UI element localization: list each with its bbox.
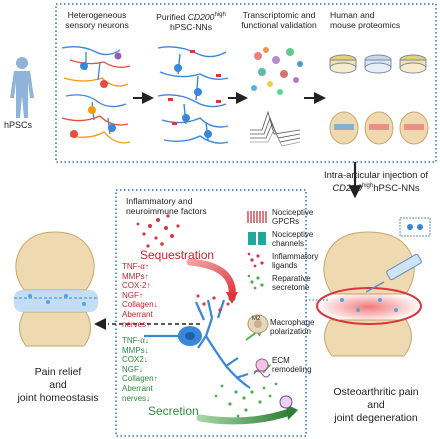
upregulated-list: TNF-α↑ MMPs↑ COX-2↑ NGF↑ Collagen↓ Aberr… bbox=[122, 262, 158, 329]
step2-line1: Purified CD200high bbox=[146, 10, 236, 22]
step3-line1: Transcriptomic and bbox=[242, 10, 316, 20]
step2-line2: hPSC-NNs bbox=[169, 21, 213, 32]
down-item: nerves↓ bbox=[122, 393, 151, 403]
umap-scatter-icon bbox=[251, 47, 303, 95]
secretome-dots bbox=[214, 382, 278, 418]
gpcr-legend-icon bbox=[247, 211, 267, 223]
legend-secretome-line1: Reparative bbox=[272, 274, 311, 283]
legend-secretome-line2: secretome bbox=[272, 283, 310, 292]
ecm-label: ECM remodeling bbox=[272, 356, 312, 374]
down-item: Aberrant bbox=[122, 383, 153, 393]
step2-label: Purified CD200high hPSC-NNs bbox=[146, 10, 236, 32]
injection-inset bbox=[399, 217, 431, 237]
step3-line2: functional validation bbox=[241, 20, 317, 30]
up-item: TNF-α↑ bbox=[122, 262, 149, 271]
macrophage-line1: Macrophage bbox=[270, 318, 315, 327]
outcome-line1: Pain relief bbox=[34, 366, 82, 378]
legend-gpcr-line2: GPCRs bbox=[272, 217, 300, 226]
ecm-line1: ECM bbox=[272, 356, 290, 365]
factors-line1: Inflammatory and bbox=[126, 196, 193, 206]
top-panel-border bbox=[55, 3, 437, 163]
step1-line2: sensory neurons bbox=[65, 20, 129, 30]
purified-neurons-icon bbox=[157, 46, 229, 144]
outcome-line3: joint homeostasis bbox=[17, 392, 99, 404]
step4-line2: mouse proteomics bbox=[330, 20, 401, 30]
center-panel-border bbox=[115, 189, 307, 437]
up-item: NGF↑ bbox=[122, 290, 143, 300]
ligand-legend-icon bbox=[247, 252, 264, 268]
up-item: Aberrant bbox=[122, 309, 153, 319]
up-item: COX-2↑ bbox=[122, 281, 151, 291]
hpscs-label: hPSCs bbox=[4, 120, 33, 130]
down-item: Collagen↑ bbox=[122, 374, 158, 384]
step2-gene: CD200 bbox=[187, 11, 215, 22]
macrophage-line2: polarization bbox=[270, 327, 311, 336]
osteoarthritic-knee-icon bbox=[316, 231, 422, 357]
step2-prefix: Purified bbox=[156, 11, 188, 22]
legend-ligands-line1: Inflammatory bbox=[272, 252, 319, 261]
mini-knee-joints-icon bbox=[329, 111, 429, 145]
step1-label: Heterogeneous sensory neurons bbox=[58, 10, 136, 30]
down-item: NGF↓ bbox=[122, 364, 143, 374]
up-item: MMPs↑ bbox=[122, 271, 149, 281]
step2-sup: high bbox=[214, 12, 226, 18]
sequestration-arrow bbox=[186, 258, 236, 302]
ecm-line2: remodeling bbox=[272, 365, 312, 374]
oa-label: Osteoarthritic pain and joint degenerati… bbox=[318, 386, 434, 425]
step4-line1: Human and bbox=[330, 10, 375, 20]
nociceptor-neuron-icon bbox=[144, 299, 251, 389]
step4-label: Human and mouse proteomics bbox=[330, 10, 430, 30]
neuron-soma-dots bbox=[70, 52, 122, 138]
macrophage-label: Macrophage polarization bbox=[270, 318, 314, 336]
factors-label: Inflammatory and neuroimmune factors bbox=[126, 196, 236, 216]
injection-line2: CD200highhPSC-NNs bbox=[314, 181, 438, 194]
legend-channels: Nociceptive channels bbox=[272, 230, 313, 248]
legend-ligands-line2: ligands bbox=[272, 261, 298, 270]
injection-rest: hPSC-NNs bbox=[373, 183, 420, 195]
outcome-line2: and bbox=[49, 379, 67, 391]
secretome-legend-icon bbox=[247, 274, 264, 290]
factors-line2: neuroimmune factors bbox=[126, 206, 207, 216]
injection-sup: high bbox=[361, 183, 374, 189]
step1-line1: Heterogeneous bbox=[67, 10, 127, 20]
injection-line1: Intra-articular injection of bbox=[323, 170, 429, 181]
legend-ligands: Inflammatory ligands bbox=[272, 252, 318, 270]
inflammatory-ligand-cloud bbox=[136, 214, 180, 248]
down-item: MMPs↓ bbox=[122, 345, 149, 355]
legend-channels-line1: Nociceptive bbox=[272, 230, 314, 239]
oa-line3: joint degeneration bbox=[334, 412, 418, 424]
macrophage-icon bbox=[247, 314, 269, 334]
healthy-knee-icon bbox=[14, 231, 98, 347]
oa-line1: Osteoarthritic pain bbox=[333, 386, 419, 398]
down-item: COX2↓ bbox=[122, 355, 148, 365]
up-item: Collagen↓ bbox=[122, 300, 158, 310]
oa-line2: and bbox=[367, 399, 385, 411]
secretion-arrow bbox=[196, 408, 294, 425]
down-item: TNF-α↓ bbox=[122, 336, 149, 345]
injection-gene: CD200 bbox=[332, 183, 362, 195]
injection-label: Intra-articular injection of CD200highhP… bbox=[314, 170, 438, 194]
sequestration-label: Sequestration bbox=[140, 248, 215, 262]
up-item: nerves↑ bbox=[122, 319, 151, 329]
calcium-traces-icon bbox=[250, 110, 301, 147]
secretion-label: Secretion bbox=[148, 404, 199, 418]
legend-gpcr-line1: Nociceptive bbox=[272, 208, 314, 217]
syringe-icon bbox=[365, 253, 422, 293]
downregulated-list: TNF-α↓ MMPs↓ COX2↓ NGF↓ Collagen↑ Aberra… bbox=[122, 336, 158, 403]
outcome-label: Pain relief and joint homeostasis bbox=[4, 366, 112, 405]
legend-gpcr: Nociceptive GPCRs bbox=[272, 208, 313, 226]
legend-channels-line2: channels bbox=[272, 239, 305, 248]
channel-legend-icon bbox=[248, 232, 266, 245]
heterogeneous-neurons-icon bbox=[61, 46, 131, 144]
human-silhouette-icon bbox=[10, 57, 34, 118]
petri-dishes-icon bbox=[329, 54, 427, 74]
legend-secretome: Reparative secretome bbox=[272, 274, 311, 292]
macrophage-badge: M2 bbox=[252, 316, 261, 322]
ecm-icon bbox=[253, 358, 293, 409]
step3-label: Transcriptomic and functional validation bbox=[238, 10, 320, 30]
